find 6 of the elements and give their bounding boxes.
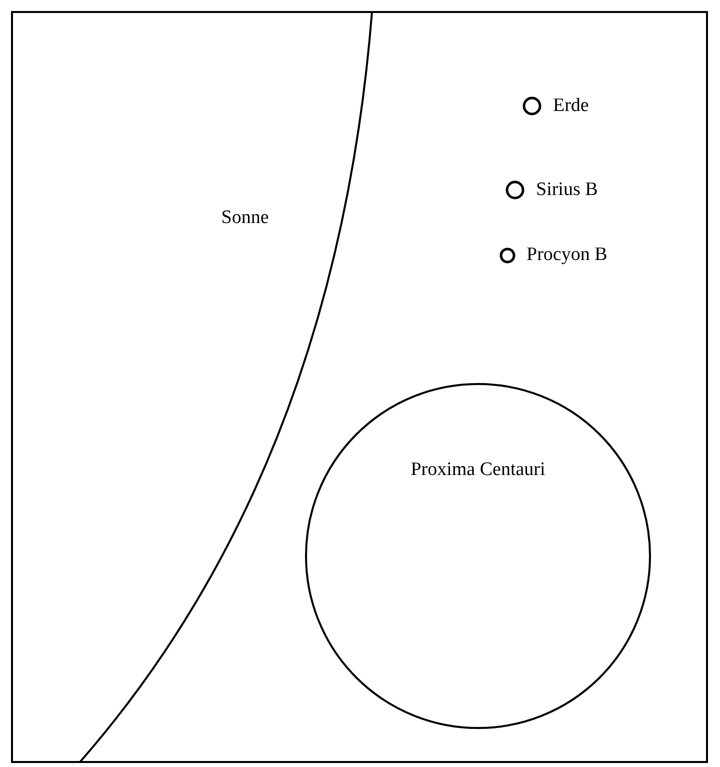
star-circle [305, 383, 651, 729]
star-name: Proxima Centauri [410, 459, 546, 481]
star-name: Erde [553, 95, 589, 117]
star-name: Procyon B [526, 244, 608, 266]
star-name: Sirius B [536, 179, 598, 201]
star-name: Sonne [221, 207, 269, 229]
